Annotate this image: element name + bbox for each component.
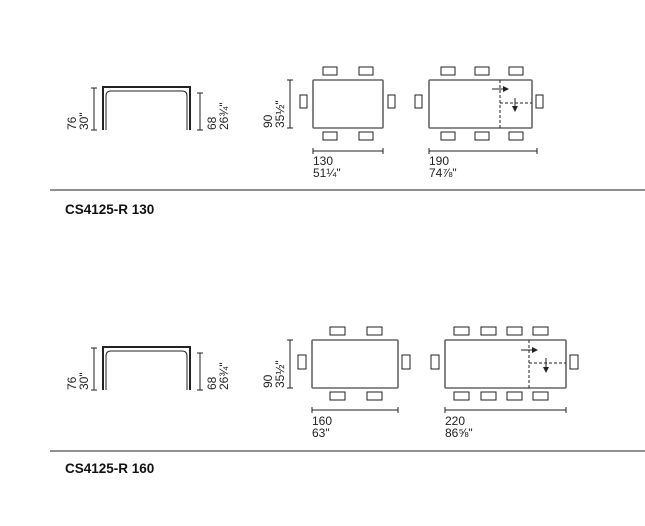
chairs [430,326,579,401]
extended-length-in: 86⅝" [445,426,473,440]
length-cm: 160 [312,414,332,428]
depth-in: 35½" [273,360,287,388]
extended-length-cm: 190 [429,154,449,168]
table-side-profile [102,346,191,390]
model-section-160: 76 30" 68 26¾" 90 35½" 160 63" [50,326,645,476]
clearance-in: 26¾" [217,102,231,130]
height-cm: 76 [65,116,79,130]
side-view: 76 30" 68 26¾" [65,86,231,131]
depth-cm: 90 [261,374,275,388]
table-top [311,339,399,389]
chairs [414,66,544,141]
depth-cm: 90 [261,114,275,128]
table-top-extended [428,79,533,129]
model-section-130: 76 30" 68 26¾" 90 35½" 130 51¼" [50,66,645,217]
clearance-cm: 68 [205,376,219,390]
chairs [299,66,396,141]
plan-extended: 220 86⅝" [430,326,579,440]
extended-length-cm: 220 [445,414,465,428]
clearance-cm: 68 [205,116,219,130]
chairs [297,326,411,401]
table-side-profile [102,86,191,130]
height-in: 30" [77,112,91,130]
length-in: 63" [312,426,330,440]
clearance-in: 26¾" [217,362,231,390]
length-in: 51¼" [313,166,341,180]
side-view: 76 30" 68 26¾" [65,346,231,391]
table-top-extended [444,339,567,389]
height-in: 30" [77,372,91,390]
model-title: CS4125-R 130 [65,202,154,217]
plan-extended: 190 74⅞" [414,66,544,180]
height-cm: 76 [65,376,79,390]
model-title: CS4125-R 160 [65,461,154,476]
plan-closed: 90 35½" 160 63" [261,326,411,440]
plan-closed: 90 35½" 130 51¼" [261,66,396,180]
extended-length-in: 74⅞" [429,166,457,180]
table-top [312,79,384,129]
depth-in: 35½" [273,100,287,128]
length-cm: 130 [313,154,333,168]
